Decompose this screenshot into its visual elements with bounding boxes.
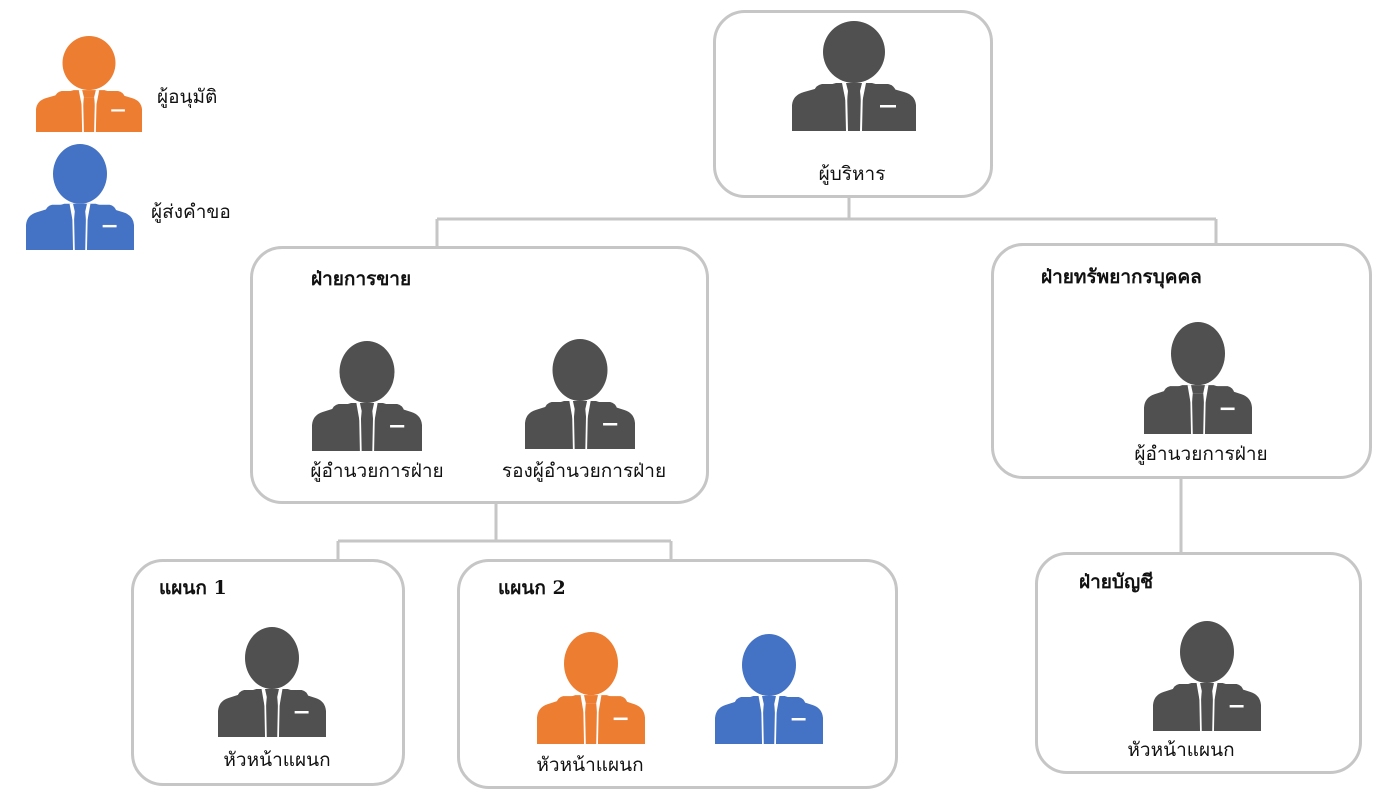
executive-box: ผู้บริหาร: [713, 10, 993, 198]
legend-requester-label: ผู้ส่งคำขอ: [151, 201, 231, 223]
sales-deputy-label: รองผู้อำนวยการฝ่าย: [501, 460, 667, 482]
executive-label: ผู้บริหาร: [818, 163, 886, 185]
sales-division-box: ฝ่ายการขาย ผู้อำนวยการฝ่าย รองผู้อำนวยกา…: [250, 246, 709, 504]
dept2-approver-person-icon: [537, 632, 645, 744]
dept2-head-label: หัวหน้าแผนก: [536, 754, 644, 776]
accounting-head-label: หัวหน้าแผนก: [1127, 739, 1235, 761]
sales-director-person-icon: [312, 341, 422, 451]
sales-division-title: ฝ่ายการขาย: [311, 268, 412, 290]
hr-director-label: ผู้อำนวยการฝ่าย: [1134, 443, 1268, 465]
connector-sales-to-depts: [336, 503, 673, 559]
accounting-head-person-icon: [1153, 621, 1261, 731]
dept1-box: แผนก 1 หัวหน้าแผนก: [131, 559, 405, 786]
dept2-requester-person-icon: [715, 634, 823, 744]
legend-approver-icon: [36, 36, 142, 132]
dept2-box: แผนก 2 หัวหน้าแผนก: [457, 559, 898, 789]
legend-approver-label: ผู้อนุมัติ: [157, 86, 218, 108]
connector-executive-to-divisions: [435, 197, 1218, 246]
legend-requester-icon: [26, 144, 134, 250]
hr-division-title: ฝ่ายทรัพยากรบุคคล: [1041, 266, 1202, 288]
executive-person-icon: [792, 21, 916, 131]
sales-deputy-person-icon: [525, 339, 635, 449]
dept1-head-person-icon: [218, 627, 326, 737]
hr-director-person-icon: [1144, 322, 1252, 434]
sales-director-label: ผู้อำนวยการฝ่าย: [310, 460, 444, 482]
dept2-title: แผนก 2: [498, 577, 566, 599]
accounting-title: ฝ่ายบัญชี: [1079, 571, 1154, 593]
accounting-box: ฝ่ายบัญชี หัวหน้าแผนก: [1035, 552, 1362, 774]
dept1-head-label: หัวหน้าแผนก: [223, 749, 331, 771]
hr-division-box: ฝ่ายทรัพยากรบุคคล ผู้อำนวยการฝ่าย: [991, 243, 1372, 479]
dept1-title: แผนก 1: [159, 577, 227, 599]
